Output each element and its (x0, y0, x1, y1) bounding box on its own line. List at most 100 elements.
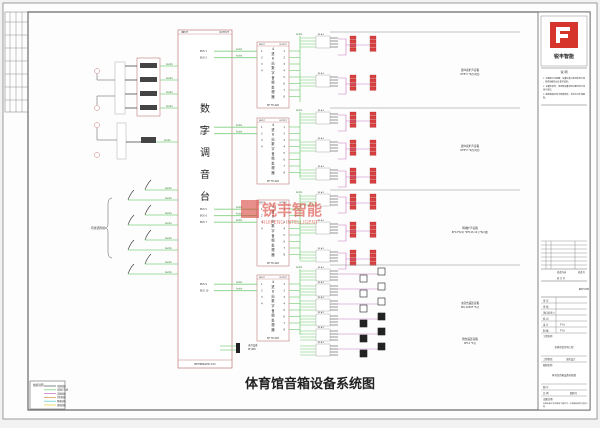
amplifier-label: RF A-2 (318, 281, 324, 284)
matrix-output-port: 4 (283, 302, 285, 306)
speaker-group-spec: RF8*2 *6台(2组) (461, 72, 480, 76)
matrix-input-header: INPUT (259, 120, 266, 122)
matrix-input-port: 2 (261, 289, 263, 293)
matrix-model: RF TP-420 (267, 180, 280, 183)
matrix-output-port: 4 (283, 145, 285, 149)
speaker-group-spec: RF12 *6只 (464, 342, 477, 345)
audio-label: Audio (236, 219, 243, 222)
amplifier-label: RF A-2 (318, 191, 324, 194)
matrix-output-port: 6 (283, 240, 285, 244)
drawing-no-label: 图 号 (543, 385, 549, 389)
watermark-logo (241, 200, 259, 218)
legend-item-label: 视频线缆 (57, 403, 67, 407)
matrix-label-char: 8 (272, 57, 274, 61)
line-array-cabinet (369, 143, 377, 148)
matrix-input-port: 4 (261, 69, 263, 73)
matrix-output-port: 7 (283, 88, 285, 92)
speaker-group-spec: RF12*6(2) *RF12S 12寸*6(2组) (452, 230, 488, 234)
bus-label: BUS 2 (200, 57, 207, 60)
legend-item-label: 电源线缆 (57, 384, 67, 388)
matrix-label-char: 音 (271, 308, 275, 313)
matrix-output-port: 5 (283, 151, 285, 155)
matrix-output-port: 1 (283, 125, 285, 129)
amplifier-label: RF A-2 (318, 311, 324, 314)
matrix-model: RF TP-420 (267, 337, 280, 340)
tb-row-value: FY.A (560, 323, 565, 326)
matrix-label-char: 8 (272, 215, 274, 219)
wired-mic-icon (127, 239, 135, 251)
matrix-label-char: 音 (271, 75, 275, 80)
line-array-cabinet (349, 43, 357, 48)
power-amplifier (315, 313, 331, 327)
line-array-cabinet (349, 78, 357, 83)
matrix-label-char: 数 (271, 141, 275, 146)
mic-group-label: 有线话筒组 (91, 226, 105, 230)
line-array-cabinet (369, 115, 377, 120)
mic-icon (94, 105, 100, 111)
mic-head (94, 152, 100, 158)
power-amplifier (315, 139, 331, 153)
project-name: 某体育馆音响工程 (554, 345, 574, 349)
monitor-speaker (359, 289, 368, 298)
matrix-input-header: INPUT (259, 44, 266, 46)
mic-group-brace (104, 197, 113, 259)
line-array-cabinet (369, 47, 377, 52)
mic-icon (94, 152, 100, 158)
speaker-line (338, 114, 347, 132)
notes-title: 说 明 (561, 69, 568, 74)
matrix-label-char: 进 (271, 127, 275, 132)
power-amplifier (315, 343, 331, 357)
speaker-line (338, 224, 347, 242)
line-array-cabinet (369, 82, 377, 87)
line-array-cabinet (349, 179, 357, 184)
power-amplifier (315, 167, 331, 181)
note-line: 1. 本图纸为示意图，设备位置以现场实际为准 (543, 76, 585, 80)
audio-label: Audio (166, 105, 173, 108)
line-array-cabinet (369, 74, 377, 79)
matrix-label-char: 出 (271, 293, 274, 298)
line-array-cabinet (349, 221, 357, 226)
audio-label: Audio (296, 33, 303, 36)
amplifier-label: RF A-2 (318, 247, 324, 250)
line-array-cabinet (369, 193, 377, 198)
matrix-model: RF TP-420 (267, 104, 280, 107)
matrix-processor (256, 117, 290, 185)
mixer-label-char: 字 (200, 124, 210, 137)
line-array-cabinet (349, 229, 357, 234)
matrix-label-char: 理 (271, 165, 275, 170)
drawing-name-label: 图纸名称 (543, 363, 553, 367)
amplifier-label: RF A-2 (318, 109, 324, 112)
matrix-label-char: 4 (272, 280, 274, 284)
wired-mic-icon (144, 204, 152, 216)
line-array-cabinet (369, 171, 377, 176)
audio-label: Audio (164, 139, 171, 142)
matrix-label-char: 频 (271, 238, 275, 243)
matrix-label-char: 字 (271, 228, 274, 233)
line-array-cabinet (349, 35, 357, 40)
line-array-cabinet (369, 123, 377, 128)
matrix-label-char: 字 (271, 303, 274, 308)
speaker-line (338, 170, 347, 188)
matrix-output-port: 7 (283, 164, 285, 168)
amplifier-label: RF A-2 (318, 219, 324, 222)
amplifier-label: RF A-2 (318, 137, 324, 140)
legend-item-label: 音箱线缆 (57, 391, 67, 395)
wireless-receiver-unit (140, 91, 157, 96)
power-amplifier (315, 283, 331, 297)
line-array-cabinet (349, 253, 357, 258)
matrix-label-char: 处 (271, 242, 275, 247)
audio-label: Audio (165, 237, 172, 240)
audio-label: Audio (166, 91, 173, 94)
recorder-device (236, 343, 240, 353)
matrix-label-char: 4 (272, 123, 274, 127)
matrix-output-header: OUTPUT (279, 44, 288, 46)
bus-label: BUS 6 (200, 215, 207, 218)
line-array-cabinet (349, 143, 357, 148)
note-line-cont: ，线缆规格按设计要求选用。 (543, 80, 570, 84)
drawing-title: 体育馆音箱设备系统图 (245, 376, 375, 392)
power-amplifier (315, 298, 331, 312)
line-array-cabinet (349, 74, 357, 79)
matrix-output-port: 6 (283, 158, 285, 162)
line-array-cabinet (349, 167, 357, 172)
audio-label: Audio (165, 212, 172, 215)
